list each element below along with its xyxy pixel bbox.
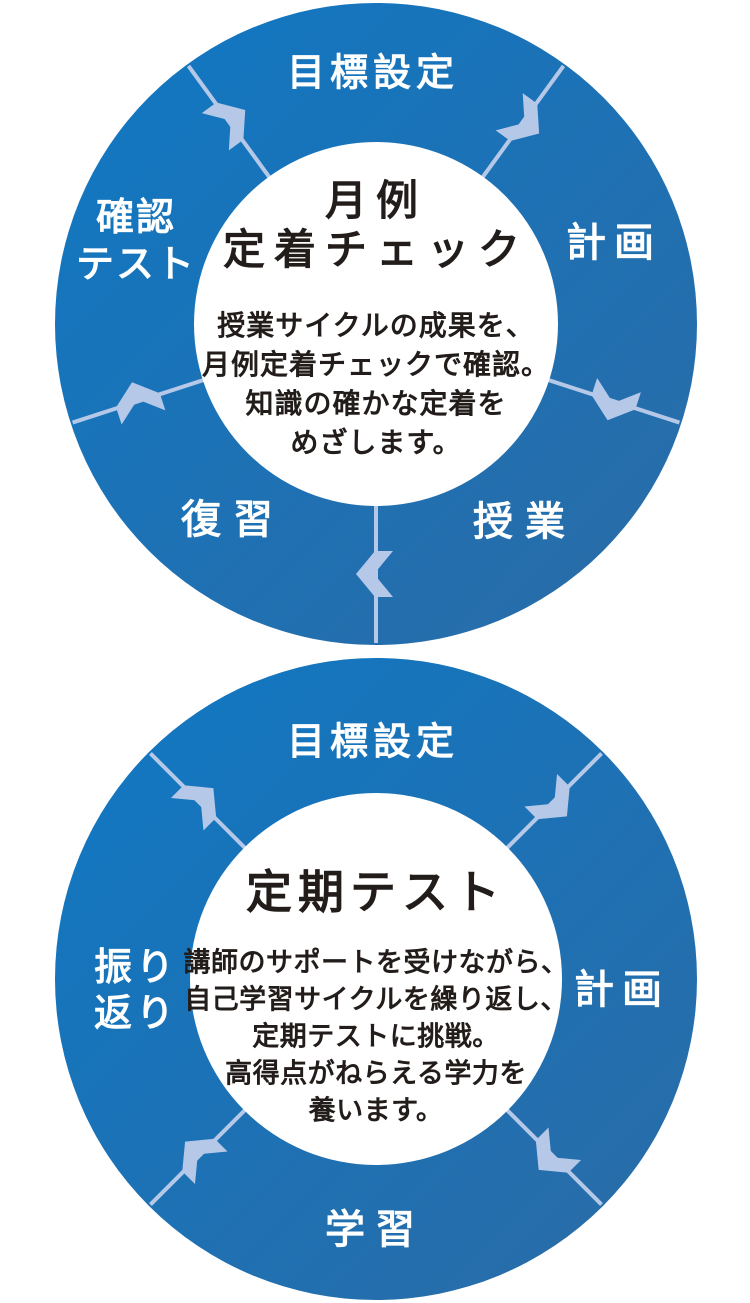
- segment-divider: [186, 64, 276, 185]
- cycle2-step-plan: 計画: [574, 967, 670, 1013]
- chevron-arrow-icon: [535, 1127, 582, 1173]
- segment-divider: [149, 1099, 256, 1206]
- cycle1-step-review: 復習: [181, 497, 285, 543]
- chevron-arrow-icon: [116, 382, 166, 425]
- cycle2-description-line: 養います。: [308, 1095, 444, 1127]
- chevron-arrow-icon: [170, 785, 217, 831]
- segment-divider: [356, 498, 393, 643]
- cycle1-step-confirmation-test-line2: テスト: [75, 242, 197, 286]
- cycle2-center-disc: [190, 793, 562, 1165]
- cycle1-step-goal-setting: 目標設定: [286, 50, 460, 95]
- segment-divider: [496, 752, 603, 859]
- chevron-arrow-icon: [182, 1138, 228, 1185]
- cycle2-center-description: 講師のサポートを受けながら、 自己学習サイクルを繰り返し、 定期テストに挑戦。 …: [184, 945, 569, 1130]
- cycle1-step-confirmation-test-line1: 確認: [95, 195, 177, 239]
- cycle2-description-line: 定期テストに挑戦。: [252, 1021, 500, 1053]
- cycle1-center-disc: [194, 142, 558, 506]
- cycle1-step-plan: 計画: [566, 220, 662, 266]
- cycle1-step-confirmation-test: 確認 テスト: [76, 194, 196, 288]
- cycle2-step-study: 学習: [325, 1207, 425, 1253]
- cycle-diagram-monthly-check: 目標設定 計画 授業 復習 確認 テスト 月例 定着チェック 授業サイクルの成果…: [0, 0, 750, 650]
- segment-divider: [496, 1099, 603, 1206]
- cycle1-center-title-line1: 月例: [324, 176, 428, 225]
- segment-divider: [149, 752, 256, 859]
- cycle2-step-reflection: 振り 返り: [94, 944, 178, 1036]
- segment-divider: [476, 64, 566, 185]
- cycle1-description-line: 月例定着チェックで確認。: [201, 348, 551, 381]
- cycle1-description-line: めざします。: [290, 426, 462, 459]
- chevron-arrow-icon: [356, 551, 393, 597]
- cycle1-center-title: 月例 定着チェック: [223, 176, 529, 274]
- cycle1-description-line: 知識の確かな定着を: [245, 387, 507, 420]
- chevron-arrow-icon: [201, 102, 246, 151]
- cycle2-center-title: 定期テスト: [246, 865, 506, 919]
- segment-divider: [540, 375, 681, 425]
- cycle2-step-reflection-line2: 返り: [93, 991, 179, 1035]
- cycle2-description-line: 高得点がねらえる学力を: [225, 1058, 527, 1090]
- cycle1-step-class: 授業: [473, 499, 577, 545]
- cycle1-center-description: 授業サイクルの成果を、 月例定着チェックで確認。 知識の確かな定着を めざします…: [202, 306, 550, 462]
- cycle2-step-goal-setting: 目標設定: [286, 719, 460, 764]
- cycle2-ring-graphic: [55, 658, 697, 1300]
- cycle2-description-line: 講師のサポートを受けながら、: [183, 947, 569, 979]
- chevron-arrow-icon: [591, 377, 641, 421]
- cycle1-center-title-line2: 定着チェック: [222, 225, 530, 274]
- cycle-diagram-periodic-test: 目標設定 計画 学習 振り 返り 定期テスト 講師のサポートを受けながら、 自己…: [0, 655, 750, 1303]
- cycle1-description-line: 授業サイクルの成果を、: [217, 309, 535, 342]
- segment-divider: [71, 375, 212, 425]
- cycle1-ring-graphic: [55, 3, 697, 645]
- chevron-arrow-icon: [495, 93, 540, 141]
- cycle2-step-reflection-line1: 振り: [93, 945, 179, 989]
- cycle2-description-line: 自己学習サイクルを繰り返し、: [184, 984, 568, 1016]
- chevron-arrow-icon: [524, 773, 570, 820]
